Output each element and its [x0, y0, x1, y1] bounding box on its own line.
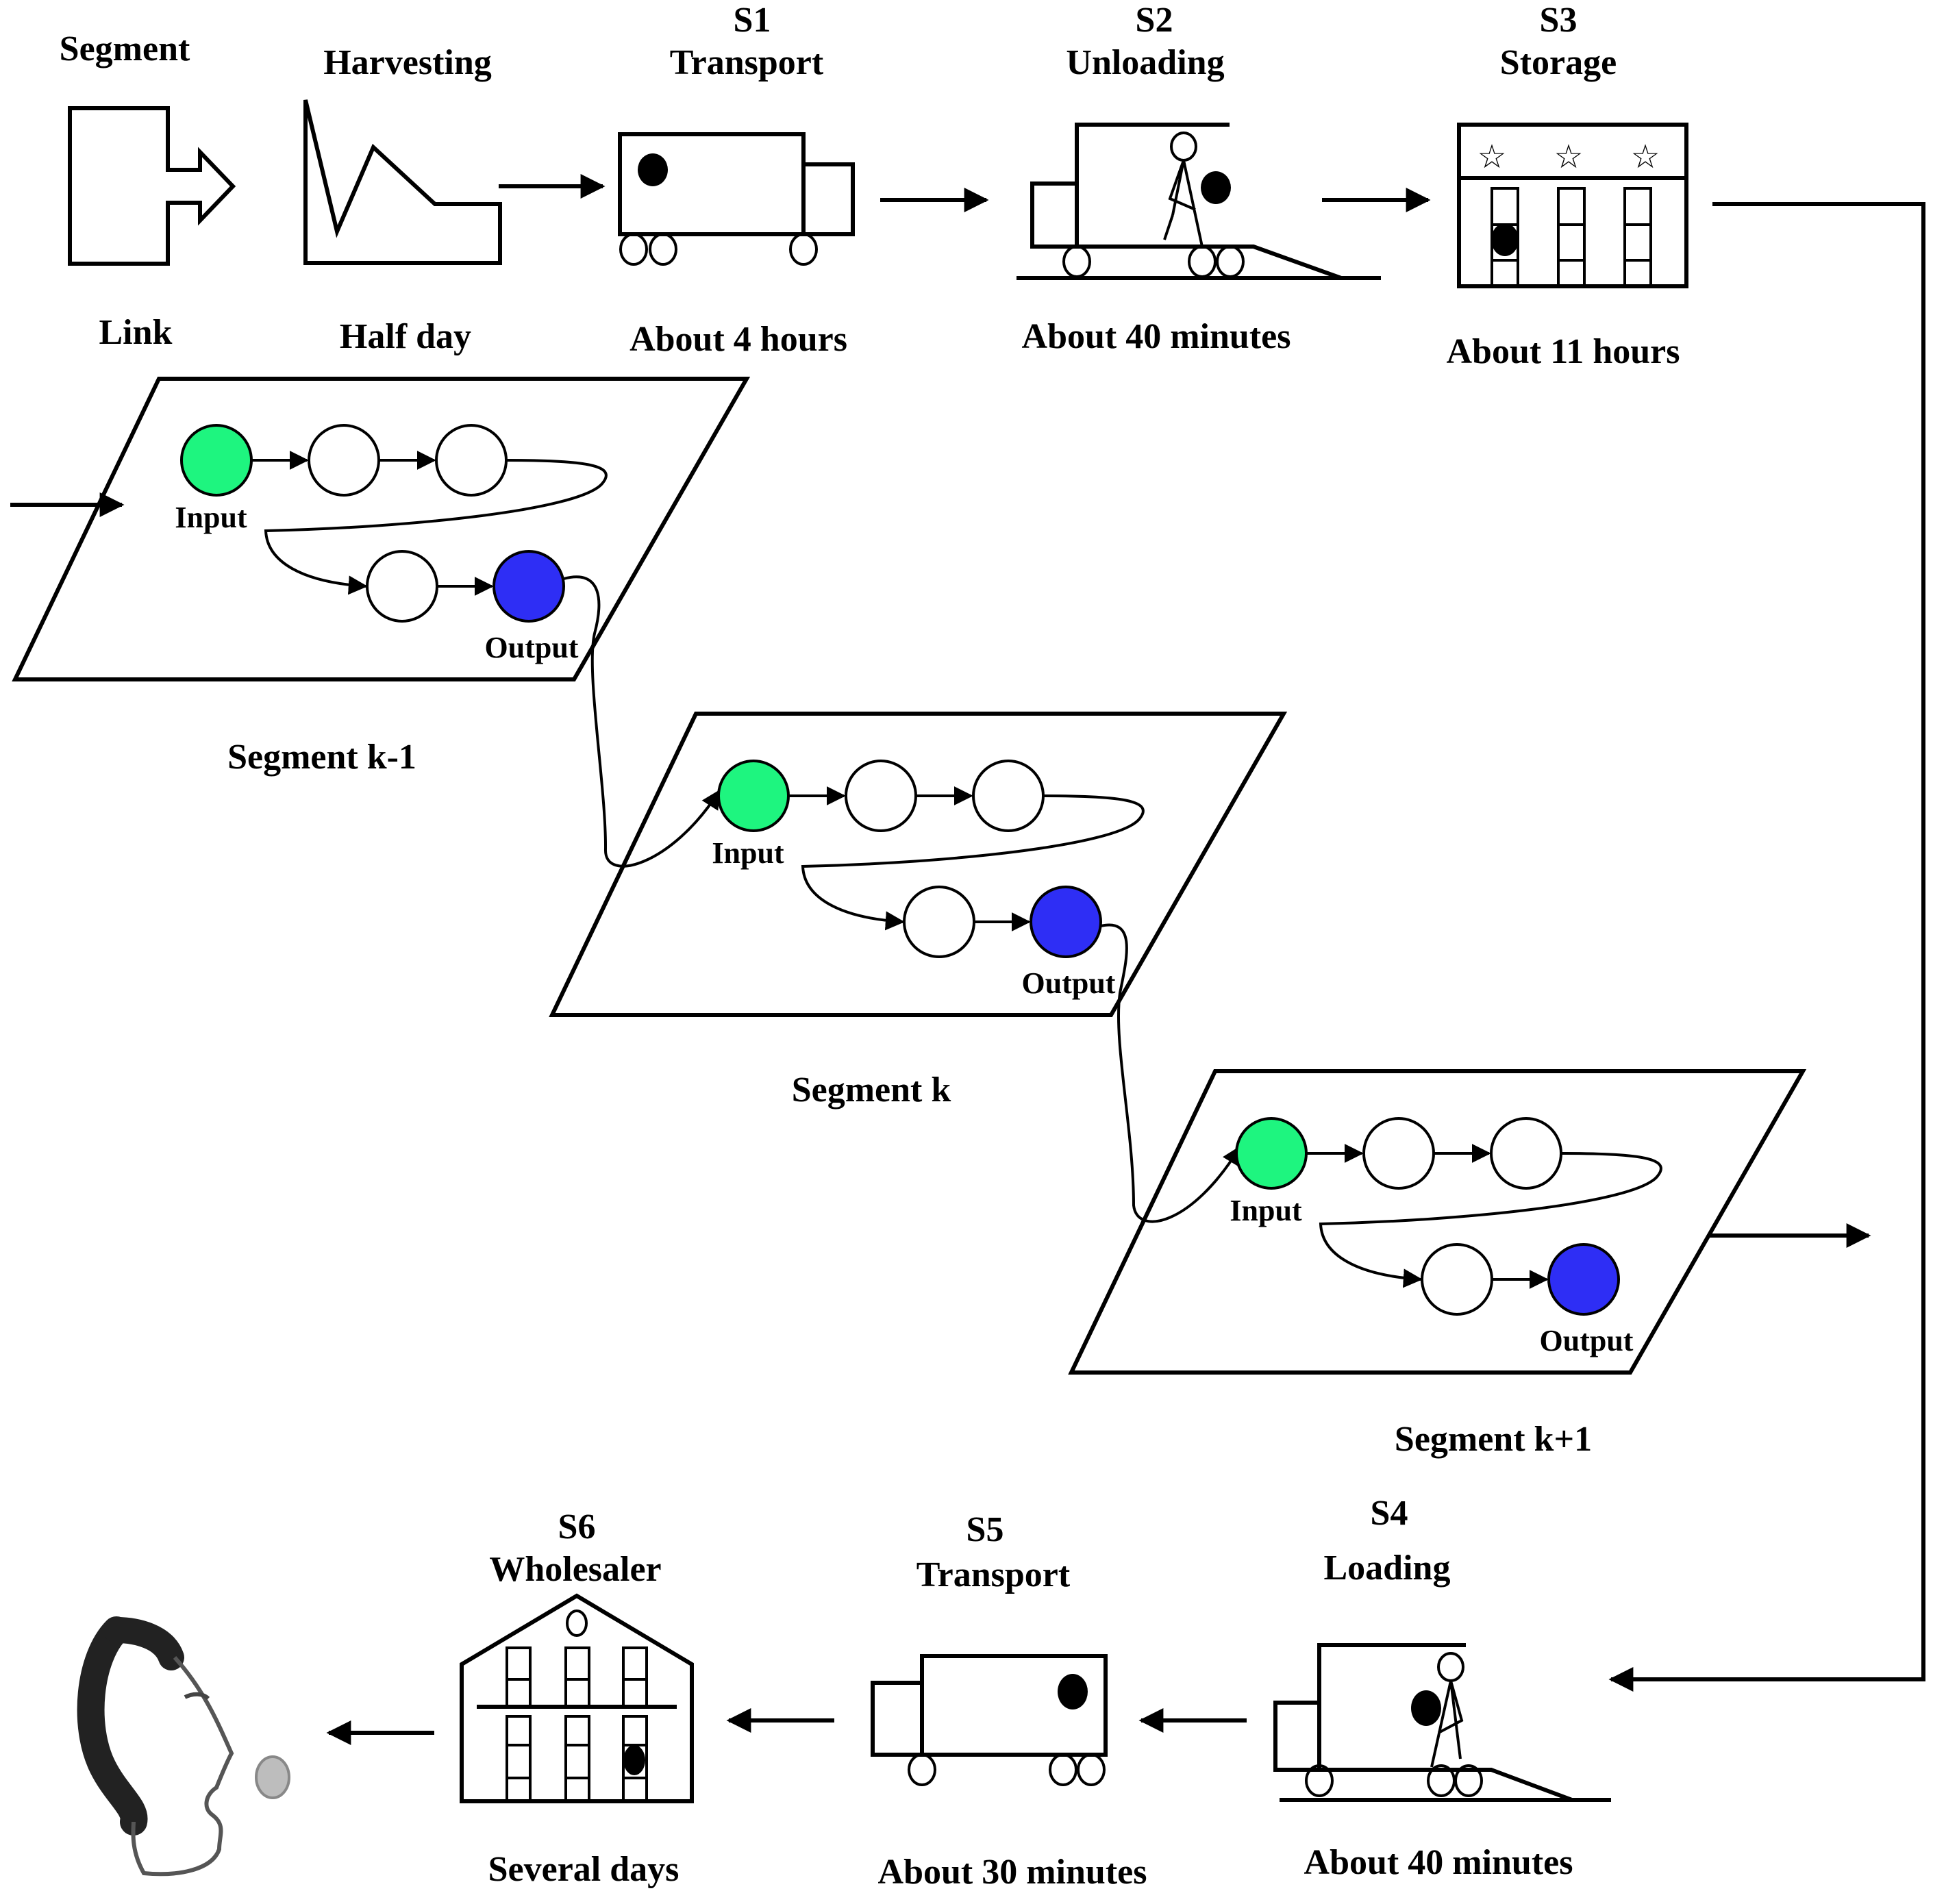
input-node	[180, 424, 253, 497]
stage-code: S1	[734, 1, 771, 40]
stage-s4: S4 Loading About 40 minutes	[1273, 1494, 1611, 1882]
stage-duration: About 11 hours	[1447, 332, 1680, 371]
stage-s5: S5 Transport About 30 minutes	[871, 1510, 1147, 1892]
link-connector	[563, 575, 721, 868]
svg-text:☆: ☆	[1630, 139, 1660, 175]
process-node	[972, 760, 1045, 832]
stage-duration: Half day	[340, 317, 471, 356]
legend-segment-label: Segment	[60, 29, 190, 68]
stage-name: Harvesting	[323, 43, 492, 82]
stage-duration: About 40 minutes	[1022, 317, 1291, 356]
input-node	[1235, 1117, 1308, 1190]
stage-name: Unloading	[1066, 43, 1224, 82]
segment-label: Segment k+1	[1395, 1420, 1592, 1459]
segment-link-icon	[68, 106, 236, 266]
input-label: Input	[1230, 1194, 1302, 1227]
stage-name: Transport	[670, 43, 824, 82]
unloading-truck-icon	[1017, 123, 1381, 280]
legend: Segment Link	[60, 29, 236, 352]
loading-truck-icon	[1273, 1643, 1611, 1802]
segment-k-plus-1: Input Output Segment k+1	[1068, 1069, 1871, 1459]
legend-link-label: Link	[99, 313, 173, 352]
stage-s1: S1 Transport About 4 hours	[618, 1, 855, 359]
stage-code: S5	[966, 1510, 1004, 1549]
stage-name: Transport	[916, 1555, 1071, 1594]
truck-icon	[618, 132, 855, 266]
input-label: Input	[175, 501, 247, 534]
input-node	[717, 760, 790, 832]
output-label: Output	[1022, 966, 1116, 1000]
process-node	[845, 760, 917, 832]
truck-icon	[871, 1654, 1108, 1786]
input-label: Input	[712, 836, 784, 870]
stage-duration: About 30 minutes	[878, 1853, 1147, 1892]
output-node	[1547, 1243, 1620, 1316]
stage-duration: About 40 minutes	[1304, 1843, 1573, 1882]
segment-k-minus-1: Input Output Segment k-1	[10, 377, 751, 777]
consumer-face-icon	[77, 1616, 290, 1877]
harvest-field-icon	[303, 99, 502, 265]
segment-label: Segment k-1	[227, 738, 416, 777]
stage-s6: S6 Wholesaler Several days	[460, 1507, 694, 1889]
stage-name: Loading	[1324, 1549, 1451, 1588]
stage-duration: About 4 hours	[629, 320, 847, 359]
process-node	[1421, 1243, 1493, 1316]
segment-k: Input Output Segment k	[549, 712, 1288, 1110]
stage-duration: Several days	[488, 1850, 679, 1889]
svg-text:☆: ☆	[1554, 139, 1583, 175]
storage-warehouse-icon: ☆ ☆ ☆	[1457, 123, 1688, 288]
output-label: Output	[485, 631, 579, 664]
segment-plane	[549, 712, 1288, 1017]
process-node	[1362, 1117, 1435, 1190]
stage-name: Wholesaler	[489, 1550, 661, 1589]
stage-harvesting: Harvesting Half day	[303, 43, 502, 356]
stage-code: S4	[1371, 1494, 1408, 1533]
wholesaler-building-icon	[460, 1593, 694, 1803]
svg-text:☆: ☆	[1477, 139, 1506, 175]
process-node	[1490, 1117, 1562, 1190]
consumer-mouth	[255, 1755, 290, 1799]
stage-name: Storage	[1500, 43, 1617, 82]
stage-s3: S3 Storage ☆ ☆ ☆ About 11 hours	[1447, 1, 1688, 371]
segment-plane	[12, 377, 751, 681]
output-node	[1030, 886, 1102, 958]
process-node	[903, 886, 975, 958]
link-connector	[1100, 923, 1241, 1223]
stage-code: S3	[1540, 1, 1577, 40]
return-connector-arrow	[1608, 202, 1925, 1692]
process-node	[308, 424, 380, 497]
segment-plane	[1068, 1069, 1807, 1375]
process-node	[366, 550, 438, 623]
process-node	[435, 424, 508, 497]
output-label: Output	[1540, 1324, 1634, 1357]
segment-label: Segment k	[792, 1070, 951, 1110]
output-node	[492, 550, 565, 623]
stage-s2: S2 Unloading About 40 minutes	[1017, 1, 1381, 356]
stage-code: S2	[1136, 1, 1173, 40]
stage-code: S6	[558, 1507, 596, 1546]
